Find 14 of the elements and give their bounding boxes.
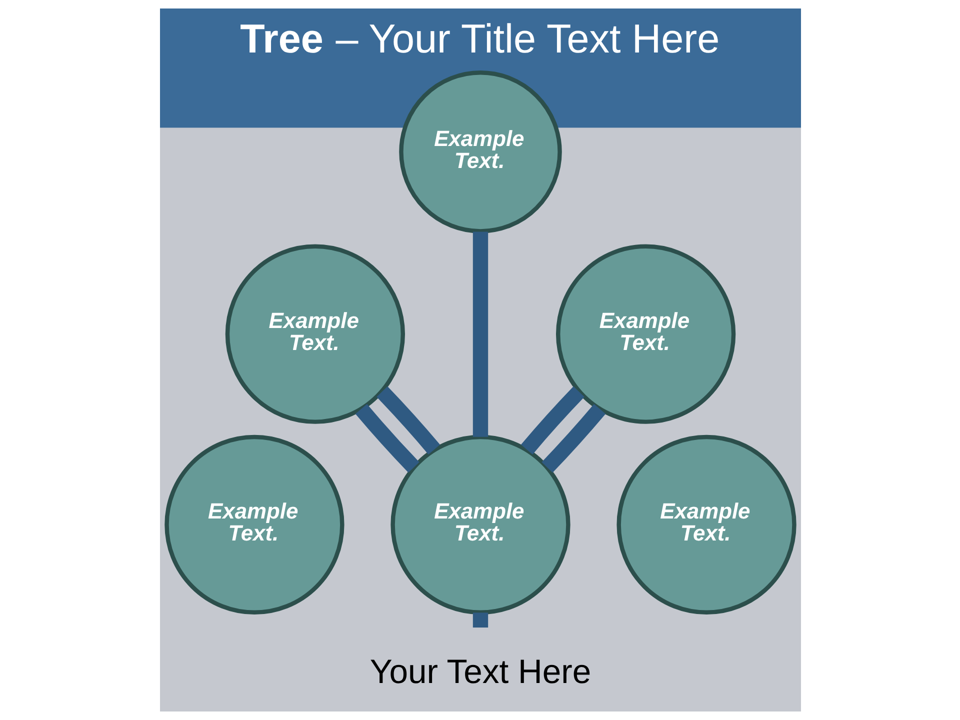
- node-circle: Example Text.: [398, 70, 562, 234]
- connector: [541, 404, 606, 473]
- node-circle: Example Text.: [224, 244, 405, 424]
- connector: [472, 612, 488, 628]
- caption: Your Text Here: [369, 652, 591, 691]
- node-circle: Example Text.: [555, 244, 736, 424]
- node-circle: Example Text.: [390, 434, 570, 615]
- connector: [354, 404, 419, 473]
- connector: [472, 232, 488, 437]
- node-circle: Example Text.: [616, 434, 796, 615]
- node-circle: Example Text.: [164, 434, 344, 615]
- connector: [520, 386, 584, 454]
- connector: [376, 386, 440, 454]
- diagram-title: Tree – Your Title Text Here: [240, 16, 720, 62]
